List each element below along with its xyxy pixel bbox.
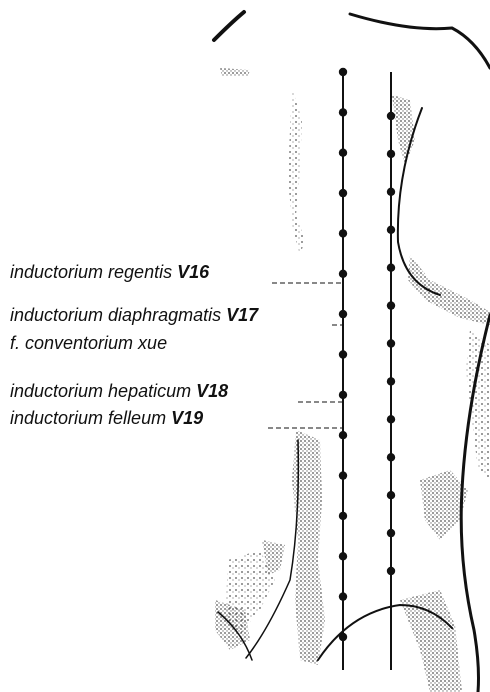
v16-name: inductorium regentis <box>10 262 172 282</box>
neck-right-outline <box>350 14 490 68</box>
inner-meridian-point <box>339 108 347 116</box>
outer-meridian-point <box>387 188 395 196</box>
left-scapula-shading <box>288 88 305 255</box>
right-side-shading <box>466 330 490 480</box>
outer-meridian-point <box>387 453 395 461</box>
outer-meridian-point <box>387 415 395 423</box>
v18-name: inductorium hepaticum <box>10 381 191 401</box>
inner-meridian-point <box>339 552 347 560</box>
outer-meridian-point <box>387 264 395 272</box>
inner-meridian-point <box>339 391 347 399</box>
inner-meridian-point <box>339 189 347 197</box>
inner-meridian-points <box>339 68 347 641</box>
v19-name: inductorium felleum <box>10 408 166 428</box>
inner-meridian-point <box>339 149 347 157</box>
right-upper-shading <box>392 95 415 165</box>
inner-meridian-point <box>339 592 347 600</box>
outer-meridian-point <box>387 226 395 234</box>
v17-code: V17 <box>226 305 258 325</box>
inner-meridian-point <box>339 229 347 237</box>
outer-meridian-point <box>387 112 395 120</box>
outer-meridian-point <box>387 491 395 499</box>
inner-meridian-point <box>339 350 347 358</box>
outer-meridian-point <box>387 529 395 537</box>
outer-meridian-point <box>387 339 395 347</box>
v17-alt-name: f. conventorium xue <box>10 333 167 353</box>
leader-lines <box>268 283 343 428</box>
v19-code: V19 <box>171 408 203 428</box>
neck-left-outline <box>214 12 244 40</box>
v16-code: V16 <box>177 262 209 282</box>
v17-label: inductorium diaphragmatis V17 <box>10 305 258 325</box>
spine-left-shading <box>292 430 325 665</box>
v16-label: inductorium regentis V16 <box>10 262 209 282</box>
inner-meridian-point <box>339 270 347 278</box>
v17-alt-label: f. conventorium xue <box>10 333 167 353</box>
upper-left-shading <box>220 68 250 76</box>
inner-meridian-point <box>339 310 347 318</box>
v18-label: inductorium hepaticum V18 <box>10 381 228 401</box>
inner-meridian-point <box>339 68 347 76</box>
v17-name: inductorium diaphragmatis <box>10 305 221 325</box>
outer-meridian-point <box>387 150 395 158</box>
v18-code: V18 <box>196 381 228 401</box>
inner-meridian-point <box>339 471 347 479</box>
outer-meridian-point <box>387 301 395 309</box>
outer-meridian-point <box>387 567 395 575</box>
v19-label: inductorium felleum V19 <box>10 408 203 428</box>
right-scapula-shading <box>408 255 490 325</box>
inner-meridian-point <box>339 512 347 520</box>
shading <box>215 68 490 692</box>
outer-meridian-point <box>387 377 395 385</box>
inner-meridian-point <box>339 431 347 439</box>
meridians <box>339 68 395 670</box>
inner-meridian-point <box>339 633 347 641</box>
